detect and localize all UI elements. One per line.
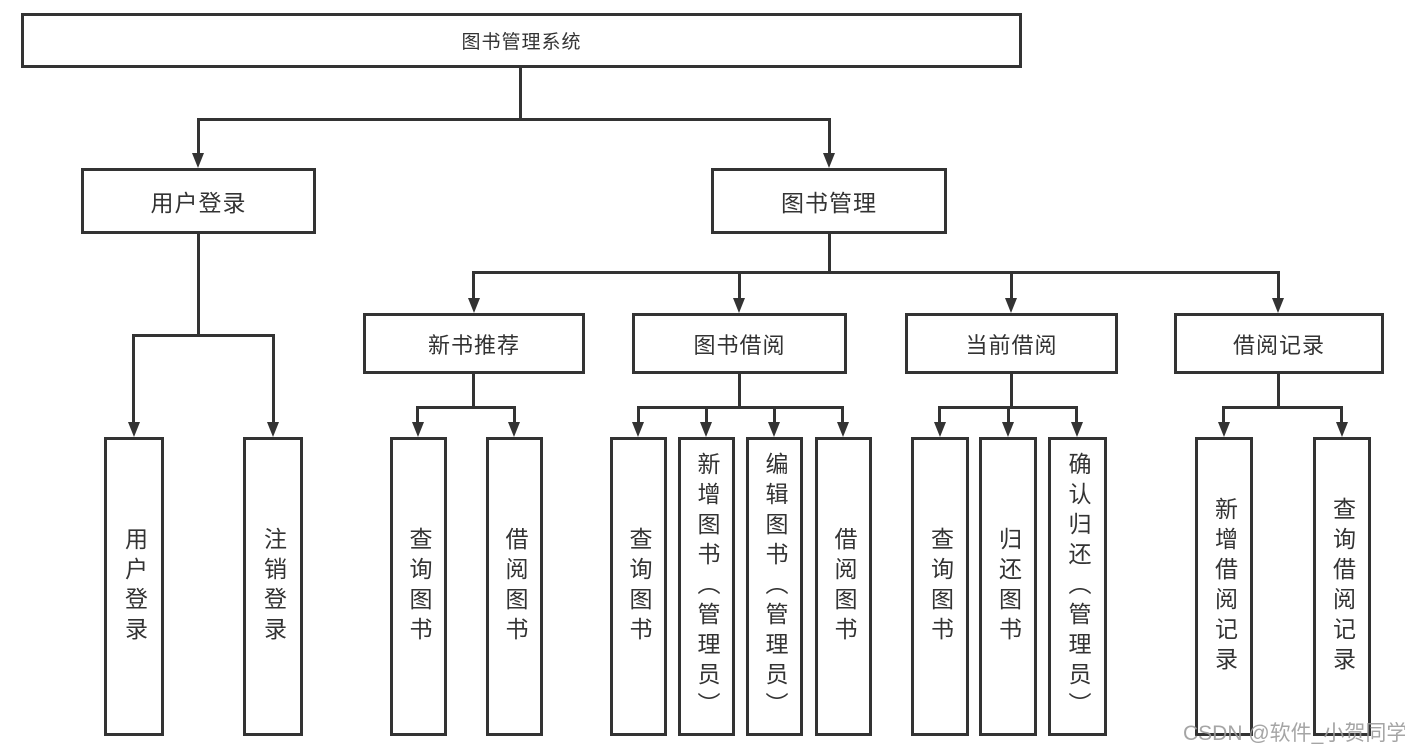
connector-line xyxy=(416,406,516,409)
leaf-query-books-recommend: 查询图书 xyxy=(390,437,447,736)
arrow-down-icon xyxy=(733,298,745,313)
arrow-down-icon xyxy=(508,422,520,437)
leaf-borrow-books-recommend: 借阅图书 xyxy=(486,437,543,736)
arrow-down-icon xyxy=(1002,422,1014,437)
connector-line xyxy=(1010,374,1013,408)
connector-line xyxy=(637,406,844,409)
leaf-label: 编辑图书（管理员） xyxy=(762,451,788,722)
connector-line xyxy=(1277,374,1280,408)
arrow-down-icon xyxy=(1005,298,1017,313)
connector-line xyxy=(1075,406,1078,423)
leaf-label: 注销登录 xyxy=(260,526,287,647)
arrow-down-icon xyxy=(128,422,140,437)
leaf-label: 查询图书 xyxy=(626,526,652,647)
connector-line xyxy=(416,406,419,423)
leaf-return-book: 归还图书 xyxy=(979,437,1037,736)
leaf-label: 新增借阅记录 xyxy=(1211,496,1238,677)
leaf-label: 新增图书（管理员） xyxy=(694,451,720,722)
connector-line xyxy=(1010,271,1013,299)
connector-line xyxy=(1222,406,1225,423)
leaf-label: 确认归还（管理员） xyxy=(1065,451,1091,722)
leaf-label: 查询借阅记录 xyxy=(1329,496,1356,677)
connector-line xyxy=(841,406,844,423)
arrow-down-icon xyxy=(837,422,849,437)
connector-line xyxy=(738,271,741,299)
node-borrow-records: 借阅记录 xyxy=(1174,313,1384,374)
node-label: 当前借阅 xyxy=(965,332,1058,358)
leaf-label: 用户登录 xyxy=(121,526,148,647)
arrow-down-icon xyxy=(1218,422,1230,437)
node-user-login: 用户登录 xyxy=(81,168,316,234)
node-label: 图书管理系统 xyxy=(461,32,582,53)
connector-line xyxy=(519,68,522,120)
connector-line xyxy=(637,406,640,423)
leaf-label: 查询图书 xyxy=(927,526,954,647)
node-library-management-system: 图书管理系统 xyxy=(21,13,1022,68)
arrow-down-icon xyxy=(632,422,644,437)
node-label: 图书管理 xyxy=(781,190,877,216)
connector-line xyxy=(472,271,1280,274)
connector-line xyxy=(197,118,200,154)
node-label: 用户登录 xyxy=(150,190,247,216)
connector-line xyxy=(197,234,200,336)
leaf-query-books-borrow: 查询图书 xyxy=(610,437,667,736)
leaf-label: 查询图书 xyxy=(406,526,432,647)
arrow-down-icon xyxy=(412,422,424,437)
leaf-logout: 注销登录 xyxy=(243,437,303,736)
connector-line xyxy=(272,334,275,422)
node-label: 借阅记录 xyxy=(1232,332,1325,358)
connector-line xyxy=(738,374,741,408)
arrow-down-icon xyxy=(468,298,480,313)
connector-line xyxy=(773,406,776,423)
connector-line xyxy=(132,334,275,337)
arrow-down-icon xyxy=(934,422,946,437)
connector-line xyxy=(197,118,831,121)
connector-line xyxy=(472,374,475,408)
leaf-query-borrow-record: 查询借阅记录 xyxy=(1313,437,1371,736)
connector-line xyxy=(1007,406,1010,423)
connector-line xyxy=(938,406,941,423)
arrow-down-icon xyxy=(192,153,204,168)
connector-line xyxy=(132,334,135,422)
arrow-down-icon xyxy=(267,422,279,437)
node-label: 新书推荐 xyxy=(427,332,520,358)
leaf-borrow-books-borrow: 借阅图书 xyxy=(815,437,872,736)
node-label: 图书借阅 xyxy=(693,332,786,358)
arrow-down-icon xyxy=(768,422,780,437)
leaf-user-login: 用户登录 xyxy=(104,437,164,736)
connector-line xyxy=(513,406,516,423)
connector-line xyxy=(705,406,708,423)
arrow-down-icon xyxy=(700,422,712,437)
leaf-label: 归还图书 xyxy=(995,526,1022,647)
leaf-query-books-current: 查询图书 xyxy=(911,437,969,736)
connector-line xyxy=(828,118,831,154)
connector-line xyxy=(1340,406,1343,423)
arrow-down-icon xyxy=(1336,422,1348,437)
connector-line xyxy=(1277,271,1280,299)
leaf-label: 借阅图书 xyxy=(831,526,857,647)
leaf-confirm-return-admin: 确认归还（管理员） xyxy=(1048,437,1107,736)
connector-line xyxy=(828,234,831,273)
connector-line xyxy=(472,271,475,299)
leaf-add-book-admin: 新增图书（管理员） xyxy=(678,437,735,736)
arrow-down-icon xyxy=(823,153,835,168)
node-book-management: 图书管理 xyxy=(711,168,947,234)
node-current-borrow: 当前借阅 xyxy=(905,313,1118,374)
leaf-label: 借阅图书 xyxy=(502,526,528,647)
arrow-down-icon xyxy=(1071,422,1083,437)
watermark: CSDN @软件_小贺同学 xyxy=(1183,722,1405,745)
connector-line xyxy=(1222,406,1342,409)
leaf-add-borrow-record: 新增借阅记录 xyxy=(1195,437,1253,736)
node-new-book-recommend: 新书推荐 xyxy=(363,313,585,374)
arrow-down-icon xyxy=(1272,298,1284,313)
node-book-borrow: 图书借阅 xyxy=(632,313,847,374)
leaf-edit-book-admin: 编辑图书（管理员） xyxy=(746,437,803,736)
